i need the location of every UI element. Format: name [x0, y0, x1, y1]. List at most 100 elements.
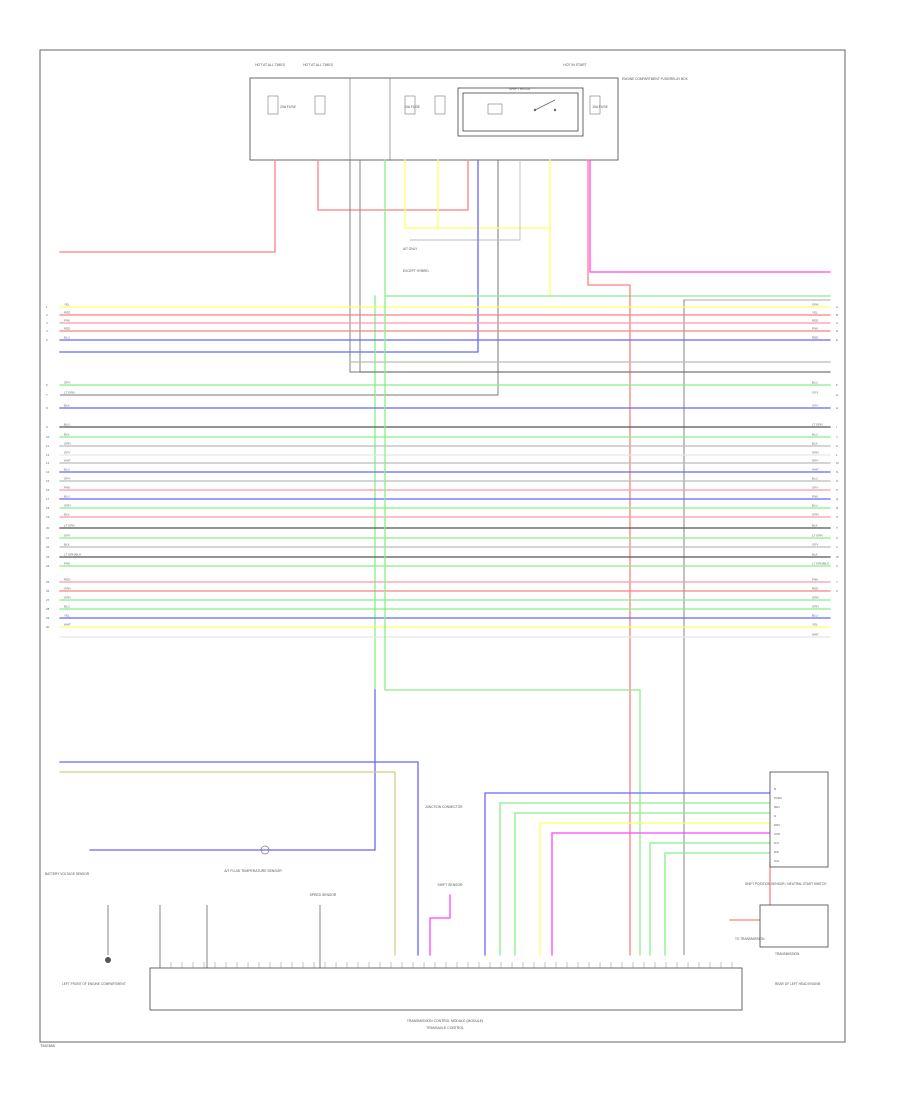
right-wire-tag: PNK [812, 327, 818, 331]
left-wire-tag: BLK [64, 513, 70, 517]
tcm-module [149, 967, 743, 1011]
left-wire-tag: BLK [64, 543, 70, 547]
engine-compartment-label: ENGINE COMPARTMENT FUSE/RELAY BOX [622, 77, 689, 81]
right-wire-tag: PNK [812, 495, 818, 499]
left-pin-number: 6 [46, 383, 48, 387]
right-pin-number: U [836, 536, 838, 540]
left-pin-number: 25 [46, 580, 50, 584]
right-pin-number: T [836, 526, 838, 530]
left-pin-number: 7 [46, 393, 48, 397]
right-wire-tag: YEL [812, 311, 818, 315]
right-wire-tag: BLU [812, 433, 818, 437]
lower-wires [59, 295, 771, 970]
left-wire-tag: BLU [64, 495, 70, 499]
left-wire-tag: GRN [64, 442, 71, 446]
shift-connector-pin-label: SIG [774, 859, 780, 863]
left-pin-number: 16 [46, 488, 50, 492]
left-wire-tag: BLU [64, 336, 70, 340]
shift-position-connector [759, 771, 829, 948]
center-component-label: A/T FLUID TEMPERATURE SENSOR [224, 869, 282, 873]
left-wire-tag: YEL [64, 614, 70, 618]
right-wire-tag: LT GRN [812, 423, 823, 427]
right-wire-tag: RED [812, 587, 819, 591]
right-pin-number: V [836, 545, 838, 549]
left-pin-number: 28 [46, 607, 50, 611]
left-pin-number: 4 [46, 329, 48, 333]
left-wire-tag: BLU [64, 423, 70, 427]
right-pin-number: O [836, 479, 839, 483]
bus-wires [59, 306, 831, 638]
left-pin-number: 29 [46, 616, 50, 620]
left-wire-tag: WHT [64, 623, 71, 627]
shift-connector-pin-label: REV [774, 805, 780, 809]
left-pin-number: 3 [46, 321, 48, 325]
left-pin-number: 14 [46, 470, 50, 474]
left-pin-number: 24 [46, 564, 50, 568]
right-sub-label: TRANSMISSION [775, 952, 800, 956]
left-pin-number: 19 [46, 515, 50, 519]
left-component-label: BATTERY VOLTAGE SENSOR [45, 872, 90, 876]
left-wire-tag: PNK [64, 319, 70, 323]
right-wire-tag: GRN [812, 303, 819, 307]
right-pin-number: Q [836, 497, 839, 501]
left-pin-number: 17 [46, 497, 50, 501]
left-wire-tag: LT GRN/BLK [64, 553, 81, 557]
left-wire-tag: GRN [64, 504, 71, 508]
fuse-label-1: HOT AT ALL TIMES [255, 63, 286, 67]
fuse-label-3: HOT IN START [563, 63, 586, 67]
right-wire-tag: GRY [812, 486, 818, 490]
right-wire-tag: BLU [812, 381, 818, 385]
right-component-label: SHIFT POSITION SENSOR / NEUTRAL START SW… [745, 882, 827, 886]
right-pin-number: D [836, 329, 839, 333]
left-pin-number: 20 [46, 526, 50, 530]
right-pin-number: W [836, 555, 839, 559]
shift-connector-pin-label: B/D [774, 850, 780, 854]
left-wire-tag: BLK [64, 404, 70, 408]
left-pin-number: 13 [46, 461, 50, 465]
left-pin-number: 5 [46, 338, 48, 342]
left-pin-number: 18 [46, 506, 50, 510]
shift-connector-pin-label: PARK [774, 796, 782, 800]
left-pin-number: 11 [46, 444, 49, 448]
right-pin-number: I [836, 425, 837, 429]
left-pin-number: 23 [46, 555, 50, 559]
fuse-a-label: 20A FUSE [280, 105, 297, 109]
shift-connector-pin-label: D/C [774, 841, 780, 845]
right-wire-tag: BLU [812, 614, 818, 618]
right-pin-number: J [836, 435, 838, 439]
right-wire-tag: GRY [812, 459, 818, 463]
right-wire-tag: GRN [812, 513, 819, 517]
left-wire-tag: RED [64, 311, 71, 315]
relay-label: SHIFT RELAY [509, 87, 531, 91]
right-wire-tag: GRY [812, 391, 818, 395]
shift-connector-pin-label: N [774, 814, 776, 818]
tcm-label: TRANSMISSION CONTROL MODULE (MODULE) [407, 1019, 483, 1023]
right-wire-tag: RED [812, 336, 819, 340]
tcm-pin-ticks [159, 962, 733, 968]
left-wire-tag: GRN [64, 596, 71, 600]
right-pin-number: G [836, 393, 839, 397]
left-wire-tag: BLK [64, 433, 70, 437]
right-pin-number: L [836, 453, 838, 457]
tcm-sub-label: TRANSAXLE CONTROL [426, 1026, 464, 1030]
left-wire-tag: YEL [64, 303, 70, 307]
fuse-label-2: HOT AT ALL TIMES [303, 63, 334, 67]
left-wire-tag: GRY [64, 534, 70, 538]
right-pin-number: Y [836, 580, 838, 584]
right-pin-number: S [836, 515, 838, 519]
right-wire-tag: LT GRN/BLK [812, 562, 829, 566]
left-wire-tag: GRY [64, 477, 70, 481]
fuse-relay-box [249, 77, 619, 161]
right-pin-number: P [836, 488, 838, 492]
left-pin-number: 1 [46, 305, 48, 309]
left-pin-number: 8 [46, 406, 48, 410]
right-wire-tag: GRY [812, 404, 818, 408]
junction-label: JUNCTION CONNECTOR [425, 805, 463, 809]
right-pin-number: H [836, 406, 838, 410]
left-pin-number: 27 [46, 598, 50, 602]
right-pin-number: E [836, 338, 838, 342]
fuse-c-label: 10A FUSE [592, 105, 609, 109]
left-wire-tag: LT GRN [64, 524, 75, 528]
